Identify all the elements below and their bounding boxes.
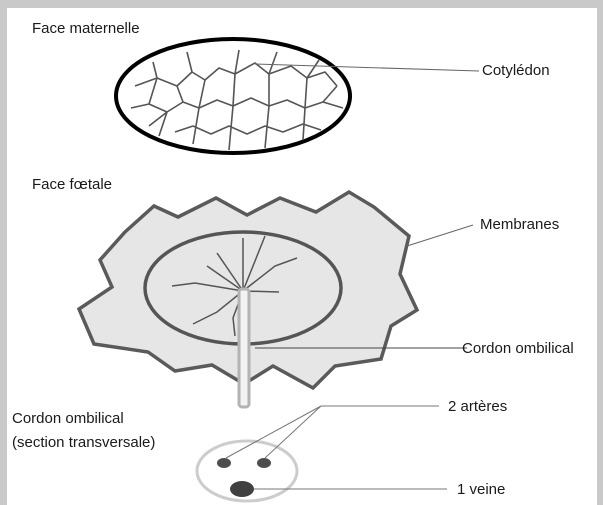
label-section-line1: Cordon ombilical	[12, 410, 124, 427]
diagram-frame: Face maternelle Cotylédon Face fœtale Me…	[7, 8, 597, 505]
label-arteres: 2 artères	[448, 398, 507, 415]
label-face-maternelle: Face maternelle	[32, 20, 140, 37]
umbilical-cord	[239, 289, 249, 407]
label-cordon-ombilical: Cordon ombilical	[462, 340, 574, 357]
placenta-diagram: Face maternelle Cotylédon Face fœtale Me…	[7, 8, 597, 505]
label-veine: 1 veine	[457, 481, 505, 498]
label-cotyledon: Cotylédon	[482, 62, 550, 79]
label-membranes: Membranes	[480, 216, 559, 233]
artery-left	[217, 458, 231, 468]
label-section-line2: (section transversale)	[12, 434, 155, 451]
vein	[230, 481, 254, 497]
leader-membranes	[407, 225, 473, 246]
artery-right	[257, 458, 271, 468]
label-face-foetale: Face fœtale	[32, 176, 112, 193]
